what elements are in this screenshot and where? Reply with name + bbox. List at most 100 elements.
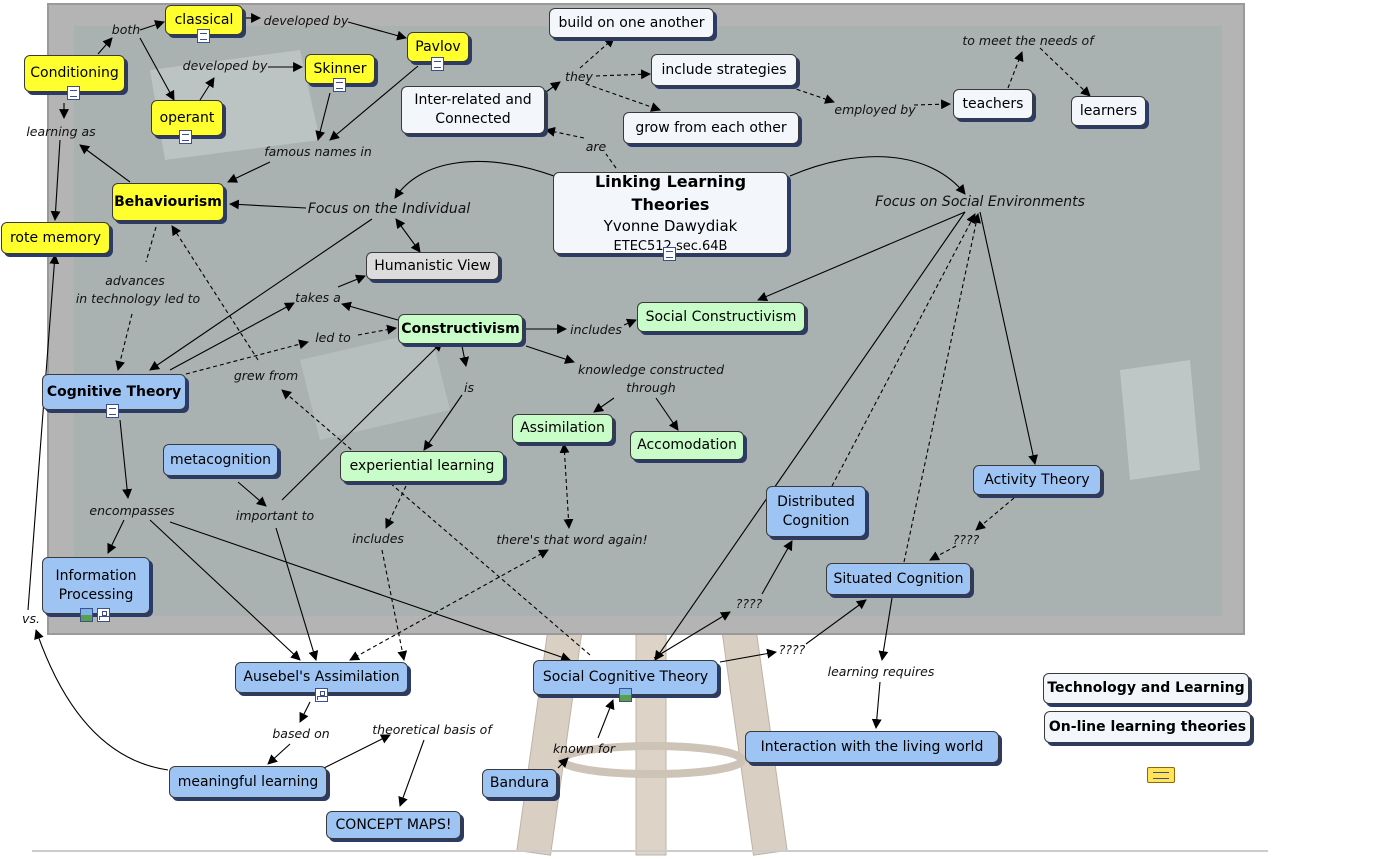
- link-line: [805, 599, 867, 645]
- link-line: [525, 345, 575, 364]
- document-icon[interactable]: [179, 130, 192, 144]
- link-line: [929, 545, 957, 561]
- concept-activity-theory[interactable]: Activity Theory: [973, 465, 1101, 495]
- link-line: [655, 397, 679, 431]
- document-icon[interactable]: [67, 86, 80, 100]
- link-line: [719, 648, 777, 663]
- concept-technology-and-learning[interactable]: Technology and Learning: [1043, 673, 1249, 704]
- concept-distributed-cognition[interactable]: Distributed Cognition: [766, 486, 866, 537]
- image-icon[interactable]: [80, 608, 93, 622]
- concept-build-on-one-another[interactable]: build on one another: [549, 8, 714, 38]
- link-line: [149, 218, 373, 371]
- link-line: [267, 743, 291, 765]
- link-line: [139, 37, 175, 101]
- link-label: Focus on the Individual: [307, 201, 471, 217]
- concept-information-processing[interactable]: Information Processing: [42, 557, 150, 614]
- concept-assimilation[interactable]: Assimilation: [512, 414, 613, 443]
- link-label: vs.: [22, 611, 40, 626]
- link-label: learning requires: [827, 664, 935, 679]
- link-label: to meet the needs of: [962, 33, 1094, 48]
- concept-interaction-living-world[interactable]: Interaction with the living world: [745, 731, 999, 763]
- concept-conditioning[interactable]: Conditioning: [24, 55, 125, 92]
- concept-online-learning-theories[interactable]: On-line learning theories: [1044, 711, 1251, 743]
- concept-map-icon[interactable]: [315, 688, 328, 702]
- concept-social-constructivism[interactable]: Social Constructivism: [637, 302, 805, 332]
- document-icon[interactable]: [106, 404, 119, 418]
- link-line: [323, 734, 391, 769]
- concept-humanistic-view[interactable]: Humanistic View: [366, 252, 499, 280]
- link-line: [831, 213, 976, 487]
- concept-behaviourism[interactable]: Behaviourism: [112, 183, 224, 221]
- concept-inter-related[interactable]: Inter-related and Connected: [401, 86, 545, 134]
- link-label: they: [565, 69, 593, 84]
- map-author: Yvonne Dawydiak: [603, 216, 738, 235]
- link-line: [347, 21, 407, 41]
- link-line: [423, 394, 463, 451]
- concept-learners[interactable]: learners: [1071, 96, 1146, 126]
- link-line: [654, 211, 966, 661]
- link-line: [878, 597, 893, 661]
- document-icon[interactable]: [431, 57, 444, 71]
- link-line: [357, 324, 397, 336]
- link-label: employed by: [834, 102, 916, 117]
- title-node[interactable]: Linking Learning Theories Yvonne Dawydia…: [553, 172, 788, 254]
- image-icon[interactable]: [619, 688, 632, 702]
- concept-map-icon[interactable]: [97, 608, 110, 622]
- link-line: [975, 497, 1015, 531]
- link-line: [329, 65, 419, 141]
- notes-icon[interactable]: [1147, 767, 1175, 783]
- link-line: [149, 519, 301, 661]
- link-line: [605, 153, 617, 169]
- link-label: led to: [315, 330, 351, 345]
- link-label: encompasses: [89, 503, 175, 518]
- concept-rote-memory[interactable]: rote memory: [1, 222, 110, 254]
- link-label: known for: [552, 741, 616, 756]
- link-line: [459, 345, 470, 367]
- link-line: [395, 218, 421, 253]
- concept-include-strategies[interactable]: include strategies: [651, 54, 797, 86]
- link-label: developed by: [263, 13, 349, 28]
- link-line: [579, 37, 615, 69]
- document-icon[interactable]: [663, 247, 676, 261]
- link-line: [381, 549, 408, 661]
- concept-teachers[interactable]: teachers: [953, 89, 1033, 119]
- link-line: [979, 211, 1038, 465]
- link-line: [545, 126, 585, 139]
- link-label: learning as: [26, 124, 96, 139]
- concept-experiential-learning[interactable]: experiential learning: [340, 451, 504, 482]
- concept-accomodation[interactable]: Accomodation: [630, 431, 744, 460]
- concept-constructivism[interactable]: Constructivism: [398, 314, 523, 344]
- link-line: [169, 302, 295, 371]
- link-line: [349, 549, 549, 661]
- link-label: developed by: [182, 58, 268, 73]
- concept-concept-maps[interactable]: CONCEPT MAPS!: [326, 811, 461, 839]
- concept-grow-from-each-other[interactable]: grow from each other: [623, 112, 799, 144]
- link-label: ????: [952, 532, 980, 547]
- link-line: [653, 611, 731, 659]
- concept-metacognition[interactable]: metacognition: [163, 444, 278, 476]
- link-line: [275, 527, 319, 661]
- concept-situated-cognition[interactable]: Situated Cognition: [826, 563, 971, 595]
- map-title: Linking Learning Theories: [594, 171, 747, 214]
- link-line: [593, 397, 615, 413]
- concept-ausebels-assimilation[interactable]: Ausebel's Assimilation: [235, 662, 408, 693]
- concept-bandura[interactable]: Bandura: [482, 769, 557, 798]
- document-icon[interactable]: [333, 78, 346, 92]
- link-line: [1007, 51, 1024, 89]
- link-line: [145, 226, 157, 263]
- link-line: [315, 92, 331, 141]
- link-line: [871, 681, 882, 729]
- link-line: [623, 318, 637, 328]
- link-label: advances: [105, 273, 165, 288]
- link-line: [139, 20, 165, 31]
- link-line: [115, 313, 133, 371]
- map-course: ETEC512 sec.64B: [613, 238, 728, 254]
- link-line: [79, 144, 131, 183]
- link-line: [398, 739, 425, 807]
- link-line: [789, 86, 835, 104]
- document-icon[interactable]: [197, 29, 210, 43]
- concept-meaningful-learning[interactable]: meaningful learning: [169, 766, 327, 798]
- link-line: [27, 254, 60, 611]
- link-line: [185, 339, 309, 375]
- paper-sheet: [300, 330, 450, 440]
